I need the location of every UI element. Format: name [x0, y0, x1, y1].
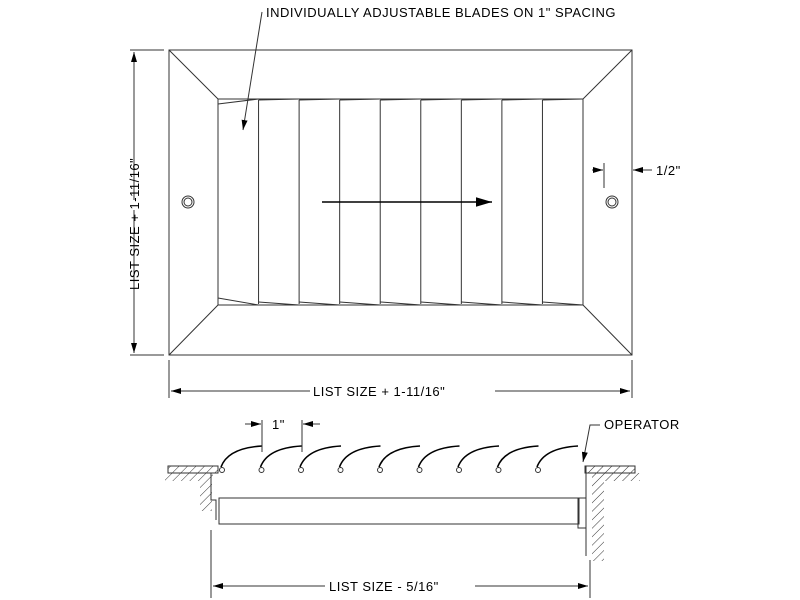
- blade-pivot: [337, 467, 344, 473]
- front-view: INDIVIDUALLY ADJUSTABLE BLADES ON 1" SPA…: [127, 5, 681, 399]
- blade-edge-top: [542, 98, 584, 101]
- blades-note: INDIVIDUALLY ADJUSTABLE BLADES ON 1" SPA…: [266, 5, 616, 20]
- blade-profile: [536, 445, 579, 468]
- operator-label: OPERATOR: [604, 417, 680, 432]
- blade-edge-bottom: [339, 301, 381, 306]
- blade-edge-top: [339, 98, 381, 101]
- blade-edge-top: [420, 98, 462, 101]
- blade-pivot: [258, 467, 265, 473]
- outer-frame: [168, 49, 633, 356]
- width-dimension: LIST SIZE + 1-11/16": [313, 384, 445, 399]
- height-dimension: LIST SIZE + 1-11/16": [127, 158, 142, 290]
- operator-mechanism: [577, 497, 587, 529]
- section-blades: [219, 445, 579, 473]
- mounting-hole-right: [605, 195, 619, 209]
- blade-profile: [417, 445, 460, 468]
- blade-profile: [259, 445, 302, 468]
- blade-edge-bottom: [217, 297, 259, 306]
- mounting-hole-left: [181, 195, 195, 209]
- section-view: 1" OPERATOR LIST SIZE - 5/16": [165, 417, 680, 598]
- blade-edge-top: [461, 98, 502, 101]
- blade-pivot: [456, 467, 462, 473]
- blade-pivot: [535, 467, 541, 473]
- blade-edge-bottom: [461, 301, 502, 306]
- blade-pivot: [416, 467, 423, 473]
- blade-profile: [496, 445, 539, 468]
- blade-profile: [378, 445, 421, 468]
- blade-pivot: [219, 467, 225, 473]
- blade-pivot: [495, 467, 502, 473]
- blade-edge-top: [217, 98, 259, 105]
- blade-edge-top: [258, 98, 300, 101]
- hole-dimension: 1/2": [656, 163, 681, 178]
- blade-profile: [299, 445, 342, 468]
- blade-edge-bottom: [299, 301, 340, 306]
- blade-pivot: [298, 467, 304, 473]
- blade-edge-bottom: [380, 301, 421, 306]
- blade-edge-top: [380, 98, 421, 101]
- blade-edge-top: [299, 98, 340, 101]
- blade-profile: [338, 445, 381, 468]
- blade-edge-bottom: [258, 301, 300, 306]
- spacing-dimension: 1": [272, 417, 285, 432]
- blade-link-bar: [218, 497, 580, 525]
- blade-lines: [217, 98, 584, 306]
- blade-profile: [457, 445, 500, 468]
- blade-edge-bottom: [501, 301, 543, 306]
- blade-edge-bottom: [542, 301, 584, 306]
- bottom-dimension: LIST SIZE - 5/16": [329, 579, 439, 594]
- blade-pivot: [377, 467, 383, 473]
- blade-edge-bottom: [420, 301, 462, 306]
- blade-edge-top: [501, 98, 543, 101]
- blade-profile: [220, 445, 263, 468]
